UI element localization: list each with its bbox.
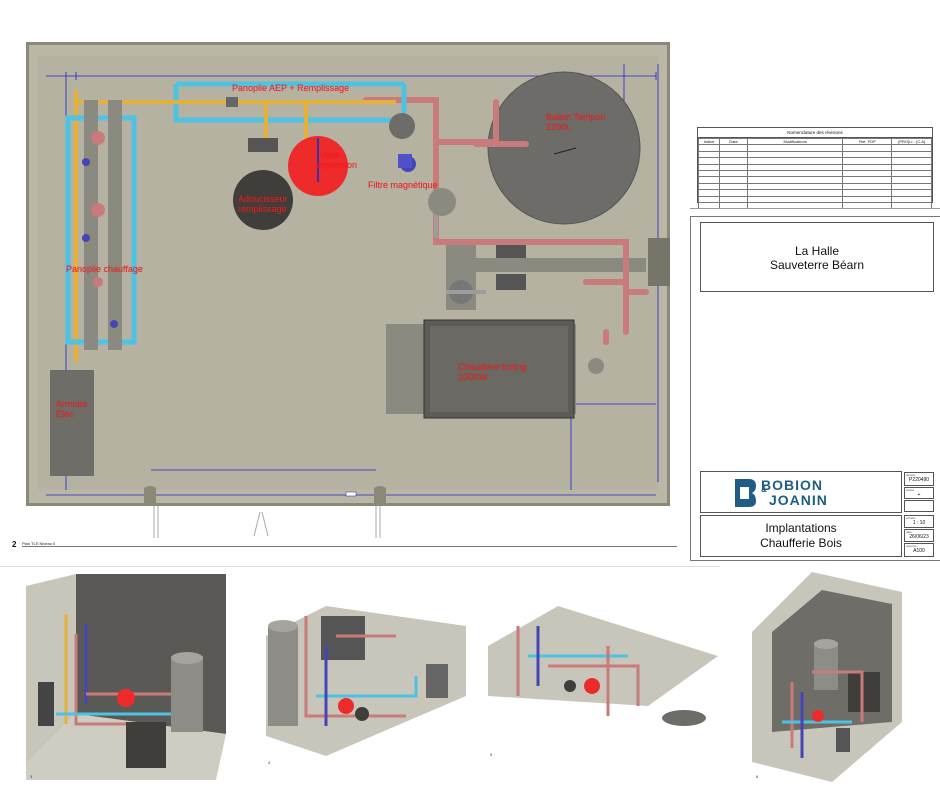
view-6-number: 6 — [756, 774, 759, 779]
isometric-view-5: 5 — [488, 606, 718, 757]
revisions-grid: Indice Date Modifications Ref. FDP (PRO)… — [698, 137, 932, 210]
floor-plan-drawing: Panoplie AEP + Remplissage Ballon Tampon… — [26, 42, 670, 506]
plan-caption-line — [22, 546, 677, 547]
label-armoire-line2: Elec — [56, 409, 74, 419]
label-chaudiere-line1: Chaudière froling — [458, 362, 527, 372]
company-name-line2: JOANIN — [769, 492, 828, 508]
heating-pipes-red — [363, 97, 649, 345]
company-logo-box: BOBION & JOANIN — [700, 471, 902, 513]
flue-pipe — [446, 258, 646, 272]
magnetic-filter — [428, 188, 456, 216]
isometric-view-4: 4 — [266, 606, 466, 765]
label-adoucisseur-line1: Adoucisseur — [238, 194, 288, 204]
label-vase-line2: expansion — [316, 160, 358, 170]
buffer-tank — [487, 71, 641, 225]
title-block-top-line — [690, 208, 940, 209]
plan-foundation-marks — [153, 506, 381, 538]
view-4-number: 4 — [268, 760, 271, 765]
label-adoucisseur-line2: remplissage — [238, 204, 287, 214]
meta-empty — [904, 500, 934, 512]
plan-view-number: 2 — [12, 540, 17, 549]
isometric-view-3: 3 — [26, 574, 226, 780]
flue-duct — [648, 238, 670, 286]
project-name-box: La Halle Sauveterre Béarn — [700, 222, 934, 292]
drawing-title-line2: Chaufferie Bois — [760, 536, 842, 550]
company-logo-icon — [735, 479, 756, 507]
meta-dossier: dossier P220490 — [904, 472, 934, 486]
grey-pipes — [434, 212, 486, 294]
section-separator — [0, 566, 720, 567]
label-panoplie-chauffage: Panoplie chauffage — [66, 264, 143, 274]
label-armoire-line1: Armoire — [56, 399, 88, 409]
heating-collectors — [84, 100, 122, 350]
label-ballon-line2: 2200L — [546, 122, 572, 132]
revisions-title: Nomenclature des révisions — [698, 128, 932, 138]
aep-valve — [226, 97, 238, 107]
electrical-cabinet — [50, 370, 94, 476]
view-5-number: 5 — [490, 752, 493, 757]
plan-view-caption: Plan TLE Niveau 0 — [22, 541, 56, 546]
meta-date: date 26/06/23 — [904, 529, 934, 542]
company-name-amp: & — [761, 485, 767, 494]
title-block — [690, 216, 940, 561]
revisions-table: Nomenclature des révisions Indice Date M… — [697, 127, 933, 210]
label-chaudiere-line2: 100KW — [458, 372, 488, 382]
isometric-view-6: 6 — [752, 572, 902, 782]
label-filtre: Filtre magnétique — [368, 180, 438, 190]
view-3-number: 3 — [30, 774, 33, 779]
drawing-title-box: Implantations Chaufferie Bois — [700, 515, 902, 557]
water-softener — [233, 170, 293, 230]
drawing-title-line1: Implantations — [765, 521, 837, 535]
meta-sheet: planche A100 — [904, 543, 934, 557]
label-vase-line1: Vase — [320, 150, 340, 160]
meta-scale: échelle 1 : 10 — [904, 515, 934, 528]
project-name-line2: Sauveterre Béarn — [769, 258, 865, 272]
company-name-line1: BOBION — [761, 477, 823, 493]
label-panoplie-aep: Panoplie AEP + Remplissage — [232, 83, 350, 93]
aep-tank — [389, 113, 415, 139]
meta-phase: phase + — [904, 487, 934, 499]
project-name-line1: La Halle — [794, 244, 840, 258]
label-ballon-line1: Ballon Tampon — [546, 112, 606, 122]
